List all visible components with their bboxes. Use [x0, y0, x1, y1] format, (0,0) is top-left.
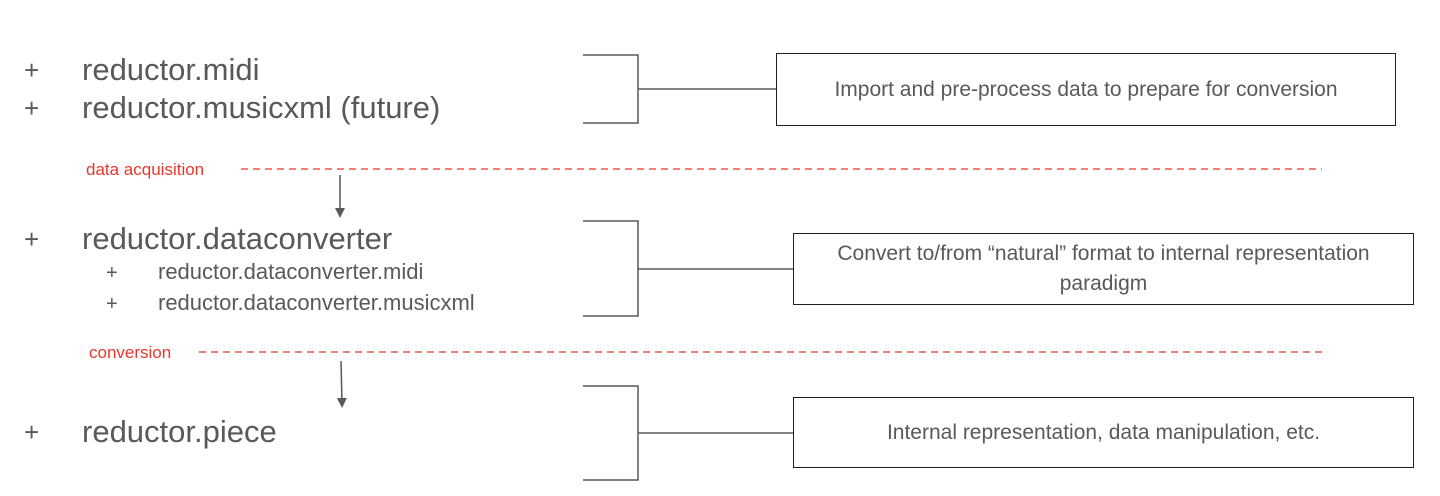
description-box-internal: Internal representation, data manipulati…: [793, 397, 1414, 468]
bracket-group-2: [583, 220, 794, 317]
module-reductor-dataconverter: reductor.dataconverter: [82, 221, 393, 256]
arrow-icon: [336, 360, 347, 408]
module-reductor-midi: reductor.midi: [82, 52, 260, 87]
description-text-internal: Internal representation, data manipulati…: [886, 420, 1321, 444]
module-reductor-piece: reductor.piece: [82, 414, 277, 449]
description-box-import: Import and pre-process data to prepare f…: [776, 53, 1396, 126]
bullet-icon: +: [24, 93, 40, 123]
bullet-icon: +: [106, 262, 118, 284]
bullet-icon: +: [24, 224, 40, 254]
submodule-dataconverter-musicxml: reductor.dataconverter.musicxml: [158, 290, 475, 315]
stage-label-data-acquisition: data acquisition: [86, 160, 205, 179]
bullet-icon: +: [106, 293, 118, 315]
description-text-import: Import and pre-process data to prepare f…: [834, 77, 1338, 101]
bullet-icon: +: [24, 55, 40, 85]
submodule-dataconverter-midi: reductor.dataconverter.midi: [158, 259, 424, 284]
description-box-convert: Convert to/from “natural” format to inte…: [793, 233, 1414, 305]
description-text-convert: Convert to/from “natural” format to inte…: [837, 242, 1370, 295]
stage-label-conversion: conversion: [89, 343, 172, 362]
bracket-group-3: [583, 385, 794, 481]
bullet-icon: +: [24, 417, 40, 447]
module-reductor-musicxml: reductor.musicxml (future): [82, 90, 441, 125]
bracket-group-1: [583, 54, 777, 124]
